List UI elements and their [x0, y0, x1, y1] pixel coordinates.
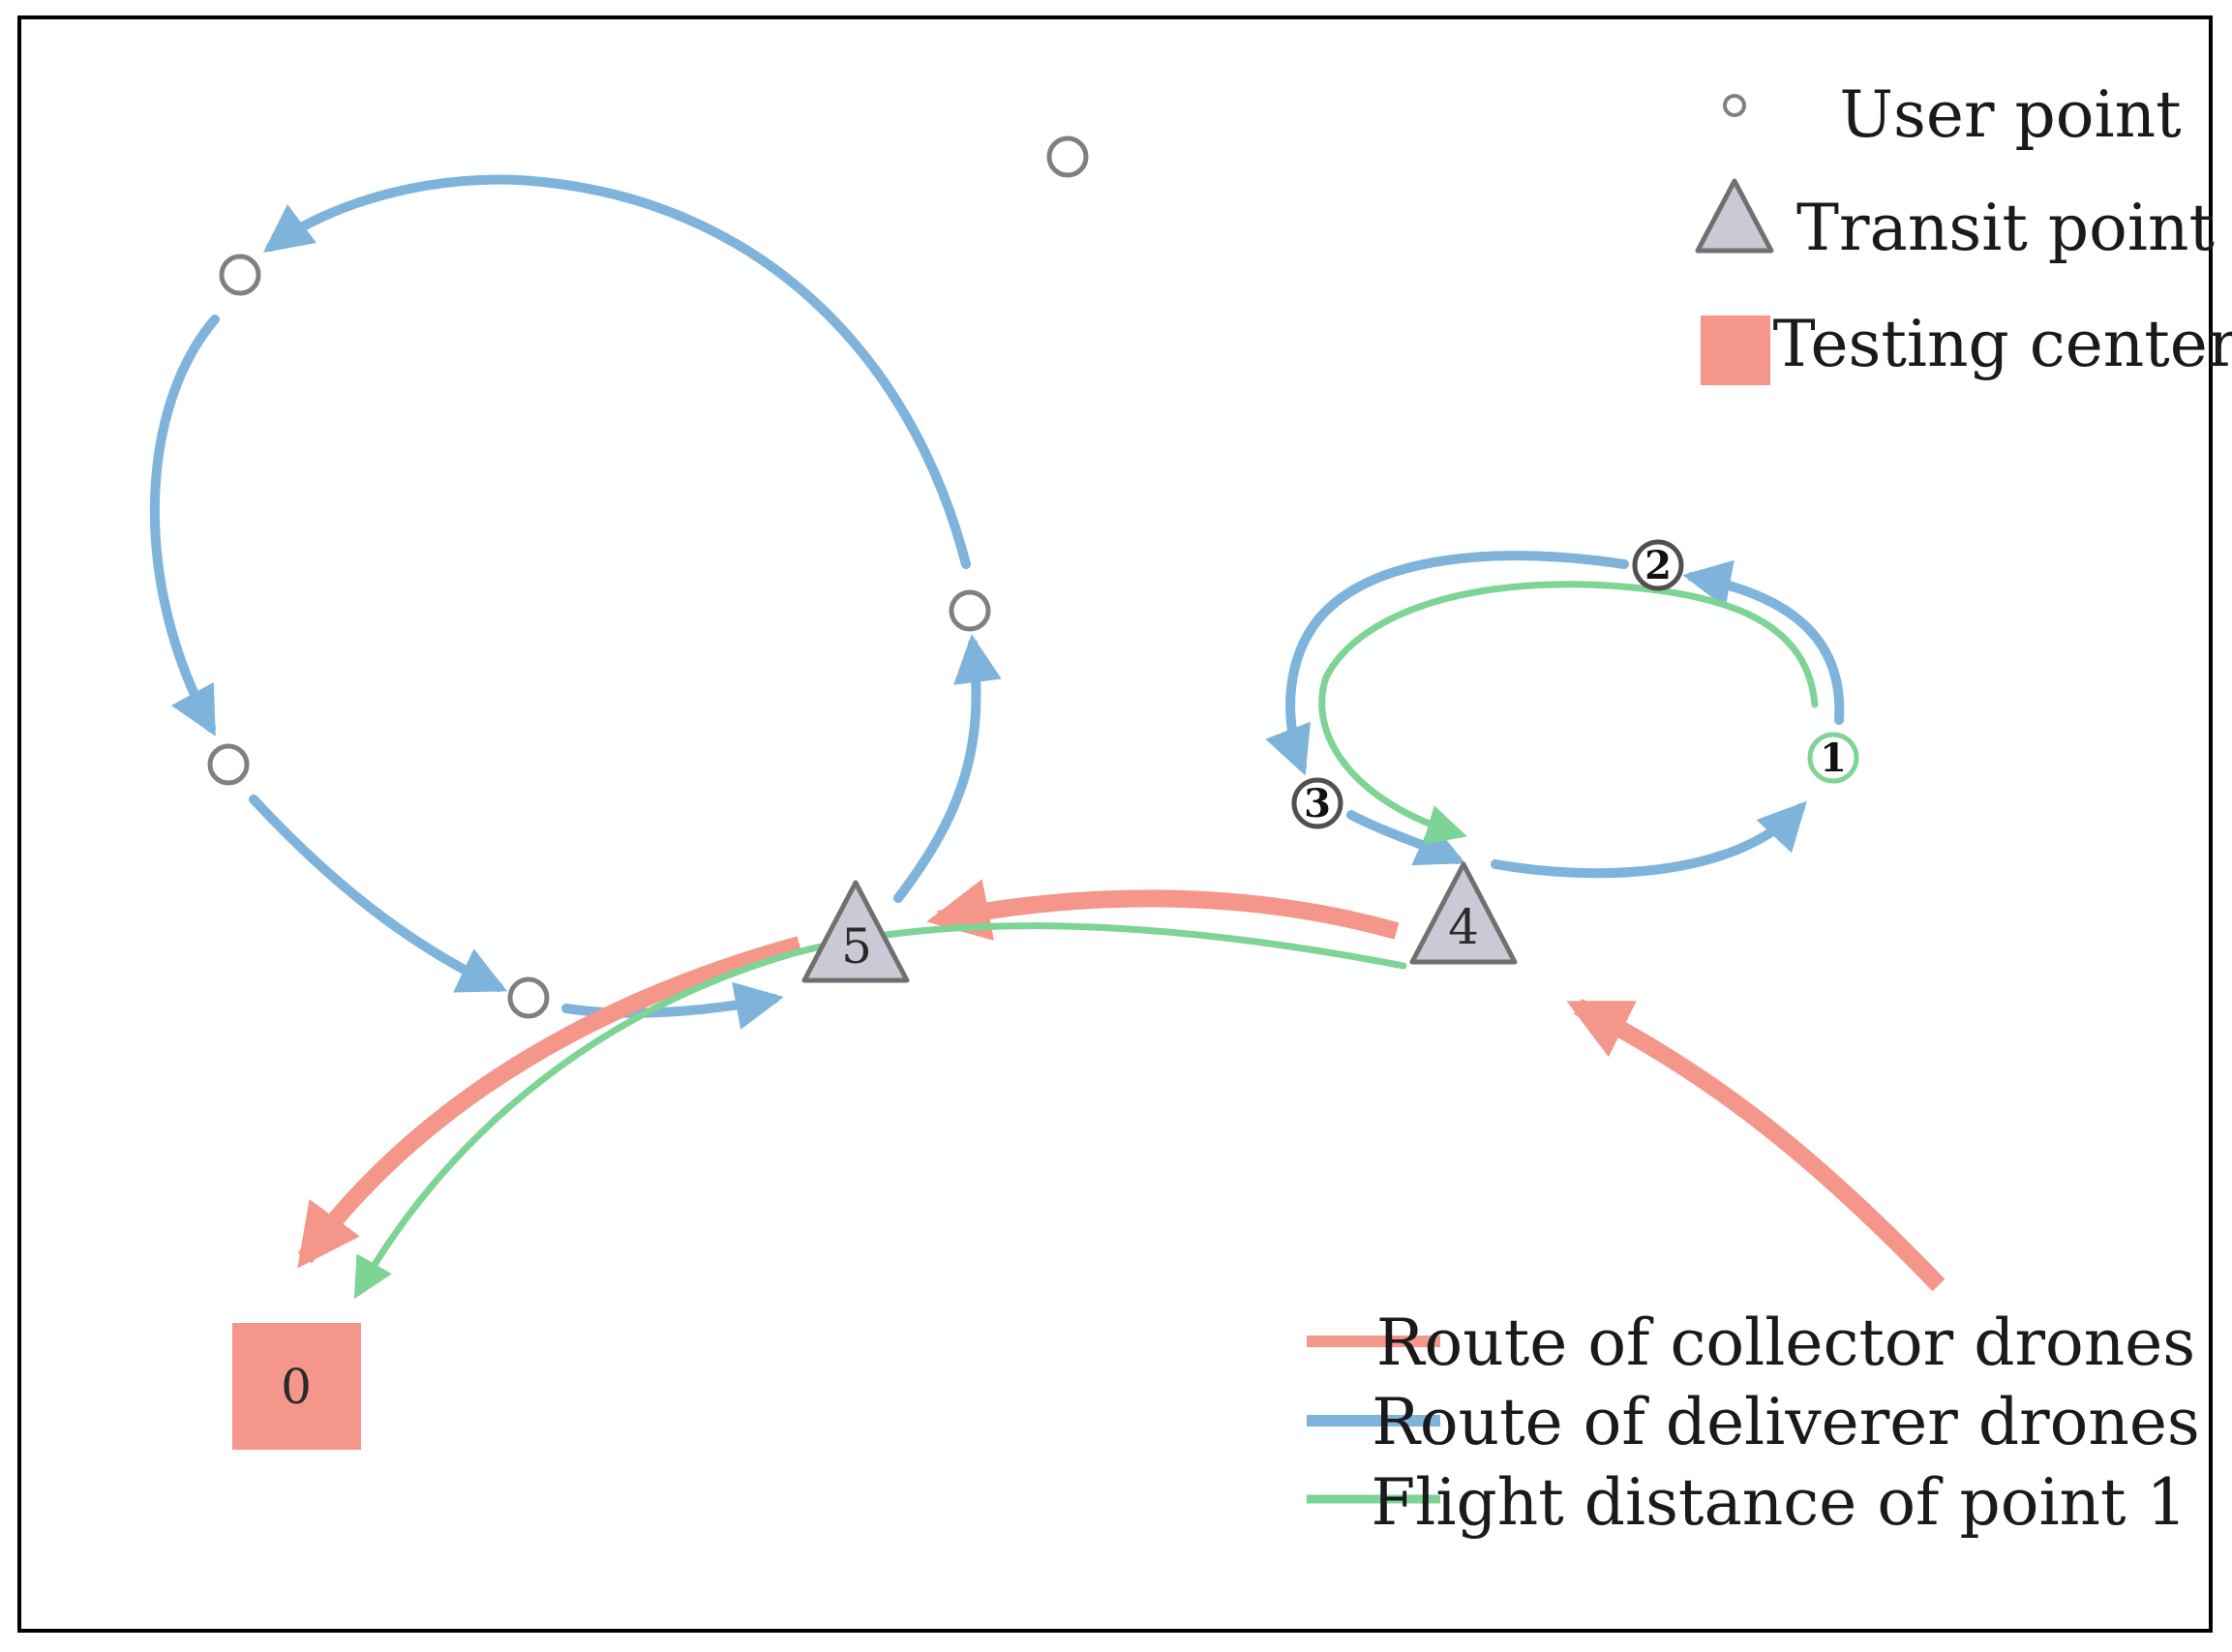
deliverer-route-segment	[150, 315, 220, 736]
legend-transit-point-label: Transit point	[1796, 191, 2215, 265]
diagram-frame	[17, 15, 2213, 1633]
transit-point-5-label: 5	[841, 918, 872, 975]
transit-point-5: 5	[801, 880, 910, 983]
user-points	[207, 135, 1089, 1019]
collector-route-segment	[1566, 998, 1945, 1292]
legend-testing-center-label: Testing center	[1773, 307, 2232, 381]
deliverer-route-segment	[249, 795, 508, 993]
testing-center-label: 0	[281, 1359, 312, 1415]
user-point-1-label: 1	[1820, 736, 1847, 781]
collector-route	[297, 879, 1945, 1292]
collector-route-segment	[926, 879, 1400, 941]
transit-point-5-marker	[801, 880, 910, 983]
transit-point-4-marker	[1409, 861, 1518, 965]
legend-flight-label: Flight distance of point 1	[1371, 1465, 2187, 1540]
user-point	[1046, 135, 1089, 178]
deliverer-route-segment	[893, 634, 1002, 903]
legend-testing-center-icon	[1701, 315, 1770, 385]
deliverer-route-right-loop	[1265, 551, 1845, 879]
user-point-2-marker	[1632, 539, 1684, 591]
flight-distance-segment	[353, 922, 1407, 1300]
flight-distance-right-loop	[1318, 581, 1819, 845]
deliverer-route-segment	[1682, 559, 1845, 725]
user-point-3: 3	[1291, 777, 1343, 829]
user-point	[219, 254, 261, 296]
legend-user-point-icon	[1723, 94, 1746, 117]
user-point-1-marker	[1807, 732, 1859, 784]
user-point	[507, 976, 550, 1019]
user-point	[207, 743, 250, 786]
legend-markers: User point Transit point Testing center	[1695, 77, 2232, 385]
user-point	[949, 589, 991, 632]
deliverer-route-segment	[1265, 551, 1629, 776]
user-point-1: 1	[1807, 732, 1859, 784]
deliverer-route-segment	[1491, 800, 1807, 879]
legend-collector-label: Route of collector drones	[1376, 1306, 2195, 1380]
deliverer-route-segment	[262, 174, 971, 569]
user-point-2-label: 2	[1644, 543, 1672, 588]
deliverer-route-segment	[561, 981, 784, 1030]
user-point-3-marker	[1291, 777, 1343, 829]
legend-user-point-label: User point	[1839, 77, 2181, 152]
collector-route-segment	[297, 936, 802, 1269]
testing-center-marker	[232, 1323, 361, 1450]
transit-point-4-label: 4	[1448, 899, 1479, 955]
deliverer-route-left-loop	[150, 174, 1002, 1030]
flight-distance-long-route	[353, 922, 1407, 1300]
transit-point-4: 4	[1409, 861, 1518, 965]
testing-center: 0	[232, 1323, 361, 1450]
legend-deliverer-label: Route of deliverer drones	[1372, 1385, 2200, 1459]
legend-transit-point-icon	[1695, 178, 1774, 254]
legend-routes: Route of collector drones Route of deliv…	[1307, 1306, 2200, 1540]
user-point-2: 2	[1632, 539, 1684, 591]
deliverer-route-segment	[1346, 810, 1466, 866]
flight-distance-segment	[1318, 581, 1819, 845]
user-point-3-label: 3	[1304, 781, 1331, 826]
